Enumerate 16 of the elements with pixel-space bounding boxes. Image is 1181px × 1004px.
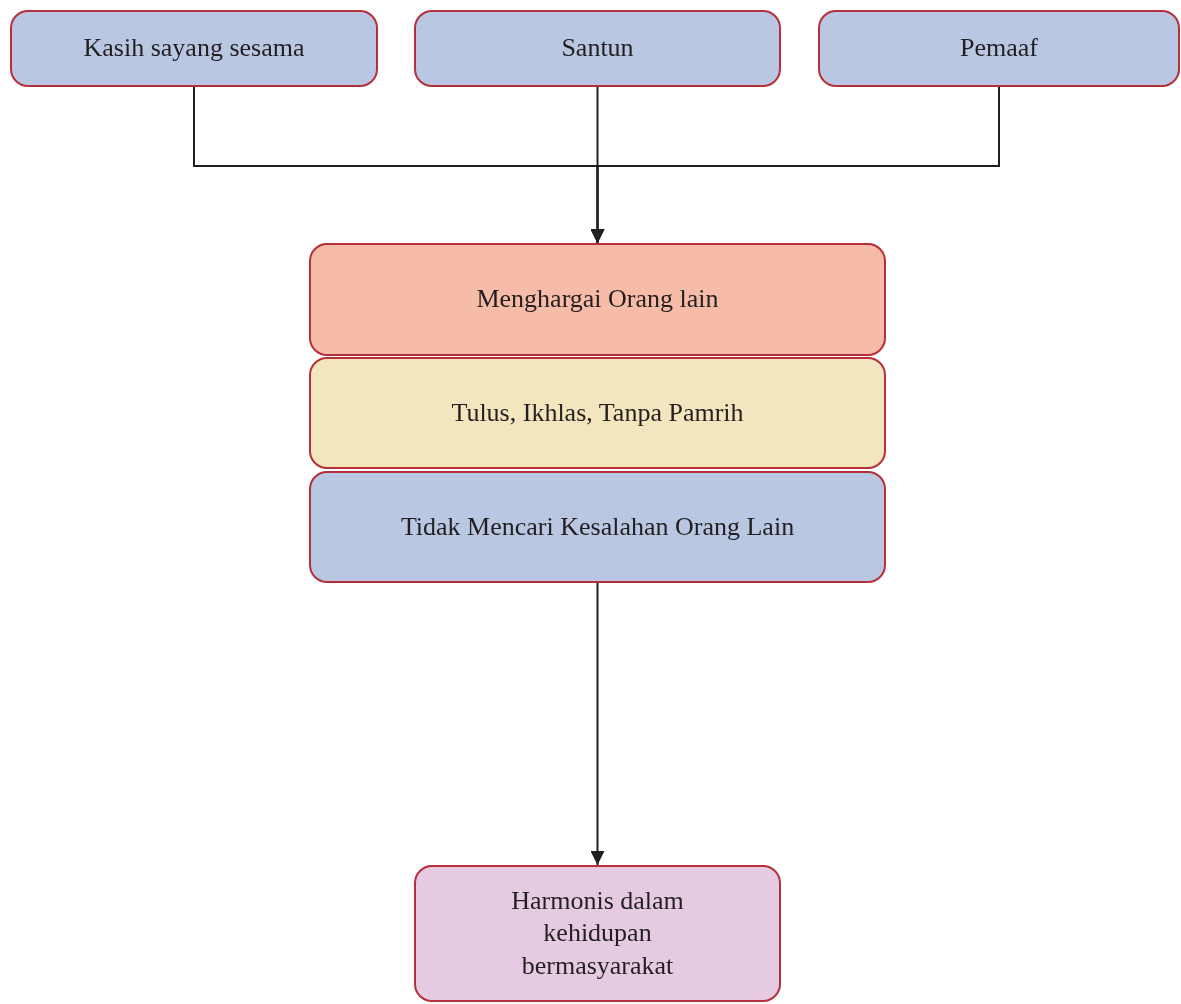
rounded-box [10, 10, 378, 87]
arrow [590, 86, 1000, 244]
rounded-box [309, 471, 886, 583]
box-label: Menghargai Orang lain [476, 283, 719, 316]
box-label: Tidak Mencari Kesalahan Orang Lain [400, 510, 795, 543]
box-label: Tulus, Ikhlas, Tanpa Pamrih [451, 396, 744, 429]
rounded-box [414, 10, 781, 87]
rounded-box [309, 243, 886, 356]
rounded-box [414, 865, 781, 1002]
box-label: Kasih sayang sesama [83, 32, 305, 65]
arrow [590, 582, 605, 866]
box-label: Pemaaf [960, 32, 1038, 65]
box-label: Harmonis dalam kehidupan bermasyarakat [510, 884, 685, 982]
rounded-box [818, 10, 1180, 87]
box-label: Santun [561, 32, 634, 65]
rounded-box [309, 357, 886, 469]
